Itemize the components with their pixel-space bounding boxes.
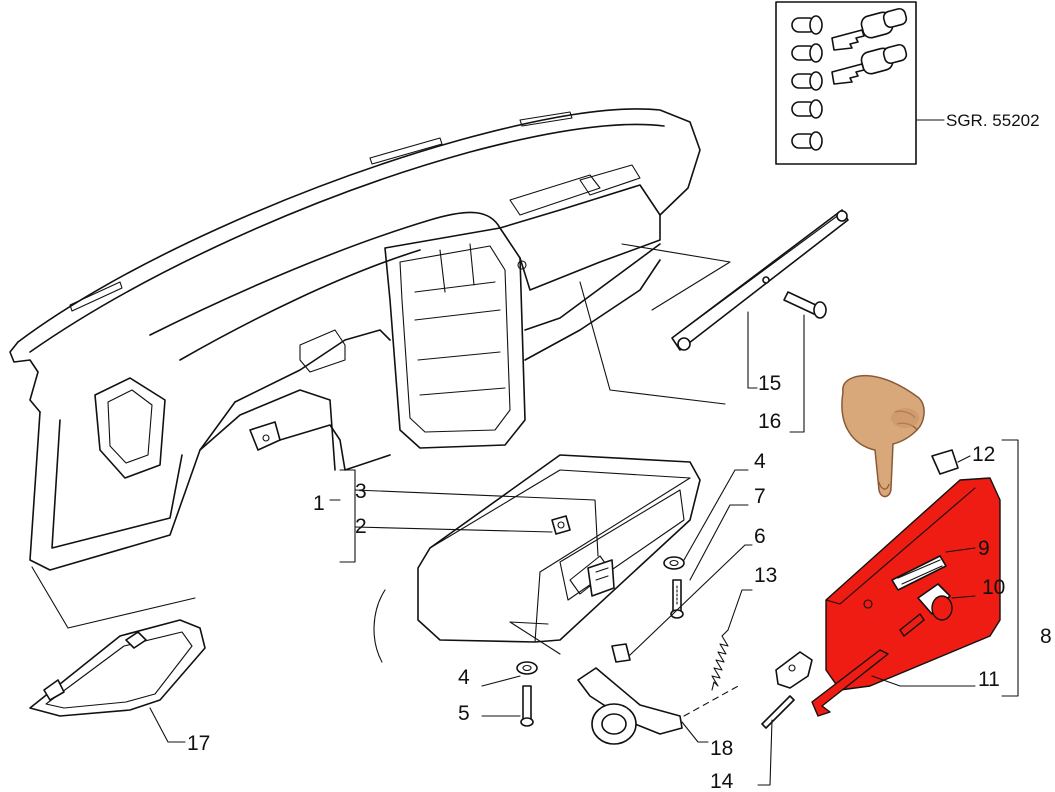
pin-part-14 bbox=[757, 695, 795, 786]
callout-1: 1 bbox=[313, 492, 325, 515]
callout-15: 15 bbox=[758, 372, 781, 395]
lock-set-reference: SGR. 55202 bbox=[775, 1, 1040, 165]
glovebox-housing-part-1 bbox=[329, 454, 701, 643]
callout-18: 18 bbox=[710, 737, 733, 760]
support-bar-part-15 bbox=[671, 209, 849, 389]
dashboard-drawing bbox=[9, 108, 731, 629]
callout-6: 6 bbox=[754, 525, 766, 548]
callout-labels: 1 2 3 4 4 5 6 7 8 9 10 11 12 13 14 15 16… bbox=[187, 372, 1052, 792]
callout-3: 3 bbox=[355, 480, 367, 503]
latch-handle-part-18 bbox=[577, 667, 741, 745]
lock-part-10 bbox=[899, 583, 976, 637]
screw-part-7 bbox=[670, 504, 749, 619]
callout-4a: 4 bbox=[754, 450, 766, 473]
pointing-hand-icon bbox=[841, 374, 925, 498]
clip-part-6 bbox=[611, 544, 753, 663]
callout-13: 13 bbox=[754, 564, 777, 587]
callout-17: 17 bbox=[187, 732, 210, 755]
hinge-part-lid bbox=[775, 651, 813, 689]
callout-14: 14 bbox=[710, 770, 734, 792]
callout-7: 7 bbox=[754, 485, 766, 508]
callout-4b: 4 bbox=[458, 666, 470, 689]
callout-9: 9 bbox=[978, 537, 990, 560]
callout-12: 12 bbox=[972, 443, 995, 466]
bolt-part-16 bbox=[783, 291, 827, 433]
callout-2: 2 bbox=[355, 515, 367, 538]
group-bracket-8 bbox=[1001, 439, 1019, 697]
edge-curve bbox=[373, 589, 386, 663]
washer-part-4-upper bbox=[663, 469, 749, 570]
callout-5: 5 bbox=[458, 702, 470, 725]
lower-cover-part-17 bbox=[29, 619, 206, 743]
callout-11: 11 bbox=[978, 668, 1000, 691]
glovebox-lid-part-9 bbox=[825, 477, 1001, 691]
callout-16: 16 bbox=[758, 410, 781, 433]
key-icons bbox=[831, 7, 908, 85]
washer-part-4-lower bbox=[481, 661, 538, 687]
bumper-part-12 bbox=[931, 449, 971, 475]
spring-part-13 bbox=[711, 589, 753, 691]
nut-part-2 bbox=[551, 515, 571, 535]
stay-rod-part-11 bbox=[811, 649, 976, 717]
callout-10: 10 bbox=[982, 576, 1005, 599]
callout-8: 8 bbox=[1040, 625, 1052, 648]
lock-cylinder-icons bbox=[791, 15, 823, 151]
reference-code: SGR. 55202 bbox=[946, 111, 1040, 130]
screw-part-5 bbox=[481, 685, 534, 727]
